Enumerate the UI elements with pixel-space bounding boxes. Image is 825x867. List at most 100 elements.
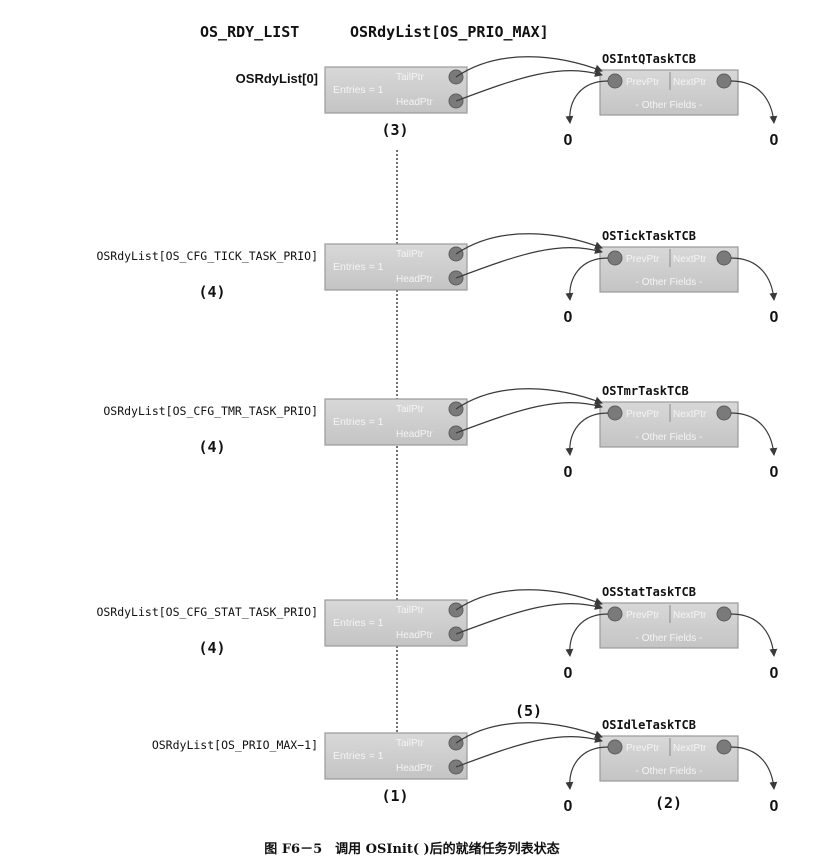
entries-label: Entries = 1 bbox=[333, 750, 384, 762]
ready-list-row: OSRdyList[OS_CFG_STAT_TASK_PRIO] (4) Entri… bbox=[96, 585, 778, 682]
null-value-left: 0 bbox=[564, 665, 573, 682]
prevptr-null-arrow bbox=[565, 412, 609, 456]
nextptr-dot bbox=[716, 606, 732, 622]
headptr-label: HeadPtr bbox=[396, 274, 433, 285]
tcb-box: PrevPtr NextPtr - Other Fields - bbox=[599, 246, 739, 293]
tailptr-arrow bbox=[455, 56, 603, 78]
prevptr-label: PrevPtr bbox=[626, 409, 660, 420]
nextptr-null-arrow bbox=[730, 746, 778, 790]
null-value-right: 0 bbox=[770, 309, 779, 326]
header-title-left: OS_RDY_LIST bbox=[200, 23, 299, 41]
nextptr-dot bbox=[716, 73, 732, 89]
null-value-left: 0 bbox=[564, 798, 573, 815]
nextptr-null-arrow bbox=[730, 412, 778, 456]
tcb-box: PrevPtr NextPtr - Other Fields - bbox=[599, 602, 739, 649]
null-value-right: 0 bbox=[770, 798, 779, 815]
tcb-title: OSIdleTaskTCB bbox=[602, 718, 696, 732]
tcb-title: OSStatTaskTCB bbox=[602, 585, 696, 599]
tailptr-label: TailPtr bbox=[396, 738, 424, 749]
list-note: (4) bbox=[198, 639, 225, 657]
nextptr-label: NextPtr bbox=[673, 743, 707, 754]
headptr-arrow bbox=[455, 401, 603, 434]
prevptr-label: PrevPtr bbox=[626, 77, 660, 88]
headptr-arrow bbox=[455, 735, 603, 768]
nextptr-null-arrow bbox=[730, 257, 778, 301]
tcb-title: OSTmrTaskTCB bbox=[602, 384, 689, 398]
headptr-arrow bbox=[455, 602, 603, 635]
other-fields-label: - Other Fields - bbox=[636, 766, 703, 777]
list-label: OSRdyList[OS_PRIO_MAX−1] bbox=[152, 738, 318, 752]
prevptr-label: PrevPtr bbox=[626, 254, 660, 265]
nextptr-dot bbox=[716, 405, 732, 421]
other-fields-label: - Other Fields - bbox=[636, 432, 703, 443]
null-value-left: 0 bbox=[564, 464, 573, 481]
tailptr-arrow bbox=[455, 589, 603, 611]
null-value-right: 0 bbox=[770, 464, 779, 481]
nextptr-label: NextPtr bbox=[673, 77, 707, 88]
list-label: OSRdyList[OS_CFG_TMR_TASK_PRIO] bbox=[103, 404, 318, 418]
nextptr-null-arrow bbox=[730, 80, 778, 124]
tailptr-label: TailPtr bbox=[396, 404, 424, 415]
prevptr-dot bbox=[607, 606, 623, 622]
headptr-label: HeadPtr bbox=[396, 97, 433, 108]
tailptr-label: TailPtr bbox=[396, 605, 424, 616]
tcb-title: OSIntQTaskTCB bbox=[602, 52, 696, 66]
nextptr-dot bbox=[716, 250, 732, 266]
list-label: OSRdyList[0] bbox=[236, 71, 318, 86]
tcb-title: OSTickTaskTCB bbox=[602, 229, 696, 243]
list-box-note: (3) bbox=[381, 121, 408, 139]
ready-list-row: OSRdyList[OS_CFG_TICK_TASK_PRIO](4)Entri… bbox=[96, 229, 778, 326]
ready-list-row: OSRdyList[OS_CFG_TMR_TASK_PRIO] (4) Entrie… bbox=[103, 384, 778, 481]
entries-label: Entries = 1 bbox=[333, 84, 384, 96]
figure-caption: 图 F6－5 调用 OSInit( )后的就绪任务列表状态 bbox=[264, 841, 559, 857]
tcb-box: PrevPtr NextPtr - Other Fields - bbox=[599, 401, 739, 448]
prevptr-label: PrevPtr bbox=[626, 743, 660, 754]
list-box-note: (1) bbox=[381, 787, 408, 805]
nextptr-label: NextPtr bbox=[673, 409, 707, 420]
ready-list-row: OSRdyList[OS_PRIO_MAX−1] Entries = 1 TailP… bbox=[152, 718, 779, 815]
headptr-arrow bbox=[455, 69, 603, 102]
null-value-right: 0 bbox=[770, 665, 779, 682]
list-label: OSRdyList[OS_CFG_STAT_TASK_PRIO] bbox=[96, 605, 318, 619]
nextptr-label: NextPtr bbox=[673, 254, 707, 265]
ready-list-rows: OSRdyList[0]Entries = 1TailPtrHeadPtr(3)… bbox=[96, 52, 778, 815]
entries-label: Entries = 1 bbox=[333, 416, 384, 428]
headptr-label: HeadPtr bbox=[396, 630, 433, 641]
arrow-note: (5) bbox=[515, 702, 542, 720]
null-value-left: 0 bbox=[564, 132, 573, 149]
list-label: OSRdyList[OS_CFG_TICK_TASK_PRIO] bbox=[96, 249, 318, 263]
tailptr-label: TailPtr bbox=[396, 72, 424, 83]
prevptr-null-arrow bbox=[565, 257, 609, 301]
nextptr-dot bbox=[716, 739, 732, 755]
headptr-label: HeadPtr bbox=[396, 429, 433, 440]
prevptr-null-arrow bbox=[565, 80, 609, 124]
tailptr-arrow bbox=[455, 722, 603, 744]
nextptr-null-arrow bbox=[730, 613, 778, 657]
header-title-right: OSRdyList[OS_PRIO_MAX] bbox=[350, 23, 549, 41]
other-fields-label: - Other Fields - bbox=[636, 633, 703, 644]
null-value-left: 0 bbox=[564, 309, 573, 326]
nextptr-label: NextPtr bbox=[673, 610, 707, 621]
headptr-label: HeadPtr bbox=[396, 763, 433, 774]
list-note: (4) bbox=[198, 438, 225, 456]
tailptr-arrow bbox=[455, 233, 603, 255]
tcb-note: (2) bbox=[655, 794, 682, 812]
list-note: (4) bbox=[198, 283, 225, 301]
prevptr-dot bbox=[607, 73, 623, 89]
prevptr-null-arrow bbox=[565, 613, 609, 657]
tailptr-label: TailPtr bbox=[396, 249, 424, 260]
tailptr-arrow bbox=[455, 388, 603, 410]
prevptr-null-arrow bbox=[565, 746, 609, 790]
other-fields-label: - Other Fields - bbox=[636, 277, 703, 288]
prevptr-dot bbox=[607, 250, 623, 266]
entries-label: Entries = 1 bbox=[333, 617, 384, 629]
prevptr-label: PrevPtr bbox=[626, 610, 660, 621]
headptr-arrow bbox=[455, 246, 603, 279]
